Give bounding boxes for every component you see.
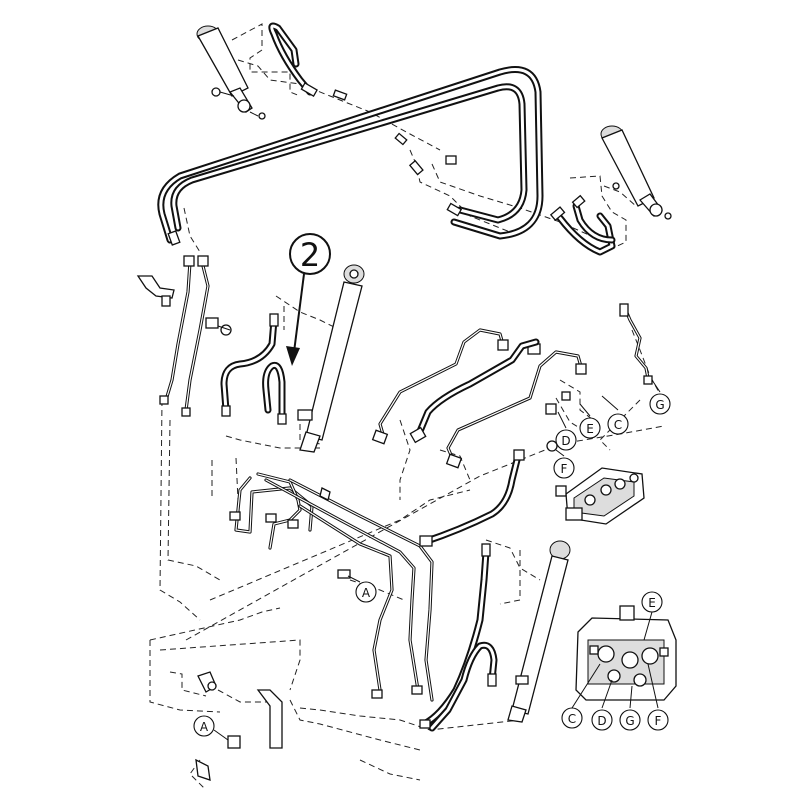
control-valve-upper [555, 467, 645, 525]
upper-left-cylinder-hose [268, 22, 314, 96]
middle-left-cylinder [297, 264, 365, 453]
callout-e-lower: E [641, 591, 663, 641]
callout-g-lower: G [619, 685, 641, 731]
item-2-circle [289, 233, 331, 275]
svg-text:F: F [655, 714, 662, 728]
letter-callouts: C E D F G A A [193, 379, 671, 741]
middle-cylinder-hoses [220, 313, 287, 425]
lower-cylinder-hoses [419, 543, 498, 732]
callout-d-lower: D [591, 679, 613, 731]
main-loop-hose [157, 66, 544, 244]
callout-c-upper: C [601, 395, 629, 435]
svg-text:G: G [625, 714, 634, 728]
control-valve-lower [575, 605, 677, 701]
callout-e-upper: E [579, 403, 601, 439]
lower-left-bracket [195, 569, 423, 781]
item-2-leader-line [293, 273, 305, 353]
svg-text:E: E [648, 596, 656, 610]
svg-text:F: F [561, 462, 568, 476]
callout-f-lower: F [647, 663, 669, 731]
svg-text:G: G [655, 398, 664, 412]
svg-text:E: E [586, 422, 594, 436]
callout-g-upper: G [649, 379, 671, 415]
lower-right-cylinder [507, 540, 571, 723]
valve-side-tubes [371, 303, 653, 469]
callout-a-lower: A [193, 715, 229, 741]
upper-right-cylinder-hoses [556, 202, 616, 256]
item-2-arrowhead [286, 346, 300, 366]
valve-upper-hose [409, 338, 540, 444]
callout-c-lower: C [561, 663, 601, 729]
callout-d-upper: D [555, 411, 577, 451]
svg-text:C: C [568, 712, 576, 726]
upper-right-cylinder [600, 125, 672, 220]
left-bracket [136, 275, 232, 336]
valve-lower-hose [419, 440, 558, 547]
svg-text:D: D [561, 434, 570, 448]
svg-text:A: A [362, 586, 371, 600]
item-2-number: 2 [300, 236, 320, 274]
svg-text:D: D [597, 714, 606, 728]
callout-f-upper: F [553, 449, 575, 479]
item-2-callout: 2 [286, 233, 331, 366]
callout-a-center: A [347, 575, 377, 603]
center-tube-assembly [229, 472, 434, 702]
svg-text:C: C [614, 418, 622, 432]
svg-text:A: A [200, 720, 209, 734]
left-steel-tubes [159, 255, 210, 417]
top-hose-fittings [167, 82, 586, 246]
upper-left-cylinder [196, 25, 266, 120]
